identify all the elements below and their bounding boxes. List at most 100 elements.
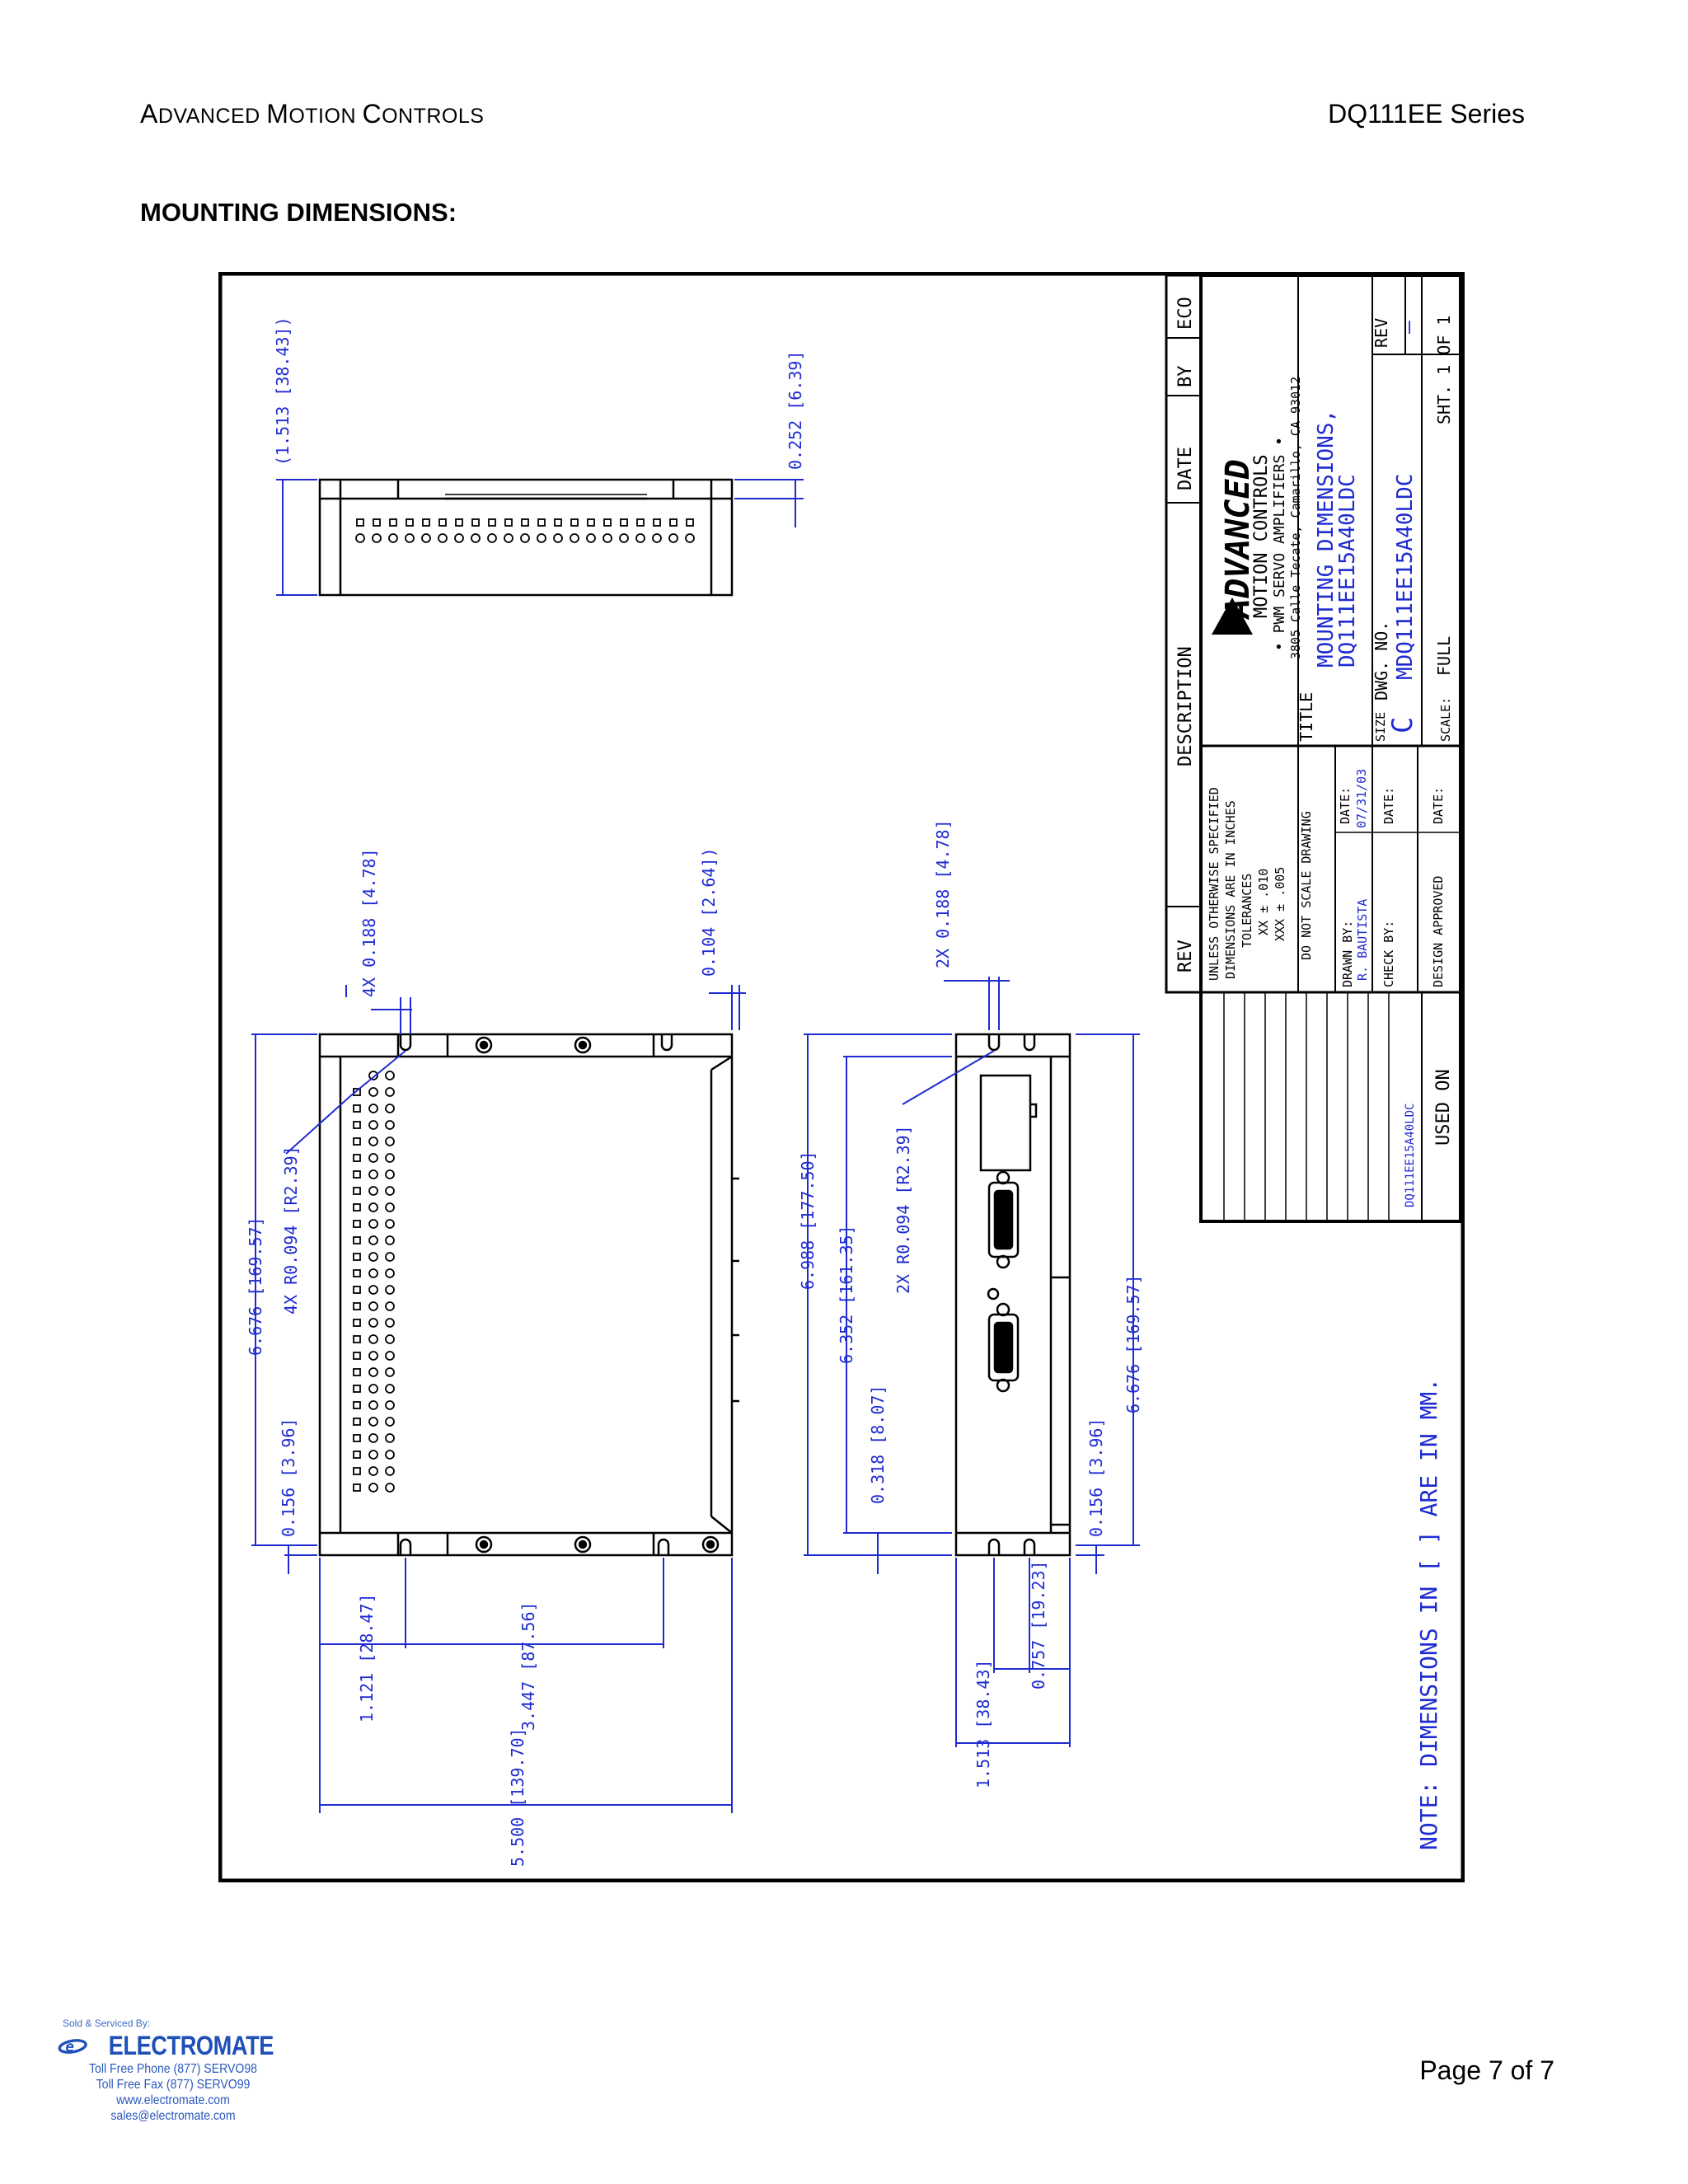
tb-drawn-date: 07/31/03 bbox=[1354, 769, 1369, 828]
connector-pin bbox=[368, 1120, 378, 1130]
connector-pin bbox=[368, 1334, 378, 1344]
connector-pin bbox=[619, 533, 629, 543]
connector-pin bbox=[422, 518, 430, 527]
connector-pin bbox=[368, 1202, 378, 1212]
side-view bbox=[318, 478, 734, 597]
connector-pin bbox=[385, 1087, 395, 1097]
connector-pin bbox=[353, 1451, 361, 1459]
tb-date-col: DATE bbox=[1175, 447, 1196, 490]
tb-logo-tag: • PWM SERVO AMPLIFIERS • bbox=[1271, 437, 1288, 651]
tb-by-col: BY bbox=[1175, 366, 1196, 388]
connector-pin bbox=[368, 1285, 378, 1295]
connector-pin bbox=[368, 1104, 378, 1113]
dim-2x-0188: 2X 0.188 [4.78] bbox=[933, 819, 953, 968]
connector-pin bbox=[652, 533, 662, 543]
connector-pin bbox=[537, 533, 546, 543]
connector-pin bbox=[353, 1104, 361, 1113]
connector-pin bbox=[603, 533, 612, 543]
tb-drawn-date-label: DATE: bbox=[1338, 787, 1353, 824]
mounting-drawing: REV DESCRIPTION DATE BY ECO UNLESS OTHER… bbox=[218, 272, 1465, 1882]
connector-pin bbox=[636, 518, 645, 527]
connector-pin bbox=[471, 518, 480, 527]
tb-rev-col: REV bbox=[1175, 940, 1196, 972]
connector-pin bbox=[385, 1433, 395, 1443]
connector-pin bbox=[372, 533, 382, 543]
tb-unless-5: XXX ± .005 bbox=[1273, 867, 1287, 941]
connector-pin bbox=[668, 533, 678, 543]
website-link[interactable]: www.electromate.com bbox=[116, 2093, 230, 2107]
connector-pin bbox=[368, 1301, 378, 1311]
dim-0156-right: 0.156 [3.96] bbox=[1086, 1418, 1106, 1538]
connector-pin bbox=[353, 1236, 361, 1244]
connector-pin bbox=[385, 1367, 395, 1377]
connector-pin bbox=[368, 1417, 378, 1427]
connector-pin bbox=[353, 1319, 361, 1327]
connector-pin bbox=[353, 1220, 361, 1228]
connector-pin bbox=[353, 1385, 361, 1393]
connector-pin bbox=[385, 1318, 395, 1328]
section-title: MOUNTING DIMENSIONS: bbox=[140, 198, 457, 227]
tb-unless-2: DIMENSIONS ARE IN INCHES bbox=[1223, 800, 1238, 979]
connector-pin bbox=[685, 533, 695, 543]
svg-text:e: e bbox=[65, 2039, 74, 2055]
dim-side-height: (1.513 [38.43]) bbox=[273, 316, 293, 466]
connector-pin bbox=[368, 1087, 378, 1097]
tb-design-approved-label: DESIGN APPROVED bbox=[1431, 876, 1446, 987]
front-view bbox=[318, 1033, 739, 1557]
connector-pin bbox=[385, 1450, 395, 1460]
connector-pin bbox=[471, 533, 481, 543]
tb-size: C bbox=[1386, 717, 1419, 733]
drawing-note: NOTE: DIMENSIONS IN [ ] ARE IN MM. bbox=[1415, 1378, 1442, 1850]
connector-pin bbox=[570, 533, 579, 543]
tb-scale: FULL bbox=[1434, 636, 1454, 676]
connector-pin bbox=[368, 1071, 378, 1080]
connector-pin bbox=[385, 1285, 395, 1295]
connector-pin bbox=[653, 518, 661, 527]
connector-pin bbox=[356, 518, 364, 527]
electromate-logo: Sold & Serviced By: e ELECTROMATE Toll F… bbox=[58, 2018, 288, 2124]
tb-check-by-label: CHECK BY: bbox=[1381, 921, 1396, 987]
end-view bbox=[954, 1033, 1071, 1557]
connector-pin bbox=[368, 1433, 378, 1443]
connector-pin bbox=[353, 1253, 361, 1261]
connector-pin bbox=[406, 518, 414, 527]
connector-pin bbox=[353, 1418, 361, 1426]
tb-title-2: DQ111EE15A40LDC bbox=[1335, 474, 1360, 668]
connector-pin bbox=[373, 518, 381, 527]
connector-pin bbox=[620, 518, 628, 527]
tb-check-date-label: DATE: bbox=[1381, 787, 1396, 824]
page-number: Page 7 of 7 bbox=[1419, 2055, 1554, 2085]
fax: Toll Free Fax (877) SERVO99 bbox=[96, 2078, 251, 2092]
brand-row: e ELECTROMATE bbox=[58, 2031, 288, 2061]
brand-name: ELECTROMATE bbox=[109, 2031, 274, 2060]
connector-pin bbox=[353, 1302, 361, 1310]
connector-pin bbox=[385, 1153, 395, 1163]
connector-pin bbox=[368, 1268, 378, 1278]
connector-pin bbox=[353, 1434, 361, 1442]
connector-pin bbox=[368, 1351, 378, 1361]
connector-pin bbox=[353, 1203, 361, 1212]
connector-pin bbox=[385, 1400, 395, 1410]
dim-6988: 6.988 [177.50] bbox=[798, 1151, 818, 1290]
connector-pin bbox=[385, 1466, 395, 1476]
company-name: ADVANCED MOTION CONTROLS bbox=[140, 99, 485, 129]
connector-pin bbox=[353, 1269, 361, 1277]
electromate-swoosh-icon: e bbox=[58, 2039, 87, 2055]
dim-4x-r0094: 4X R0.094 [R2.39] bbox=[281, 1146, 301, 1315]
sold-by-label: Sold & Serviced By: bbox=[63, 2018, 151, 2029]
connector-pin bbox=[353, 1137, 361, 1146]
connector-pin bbox=[385, 1417, 395, 1427]
tb-rev: – bbox=[1396, 321, 1421, 334]
tb-unless-4: XX ± .010 bbox=[1256, 869, 1271, 935]
phone: Toll Free Phone (877) SERVO98 bbox=[88, 2062, 257, 2076]
tb-size-label: SIZE bbox=[1373, 712, 1388, 742]
connector-pin bbox=[385, 1104, 395, 1113]
connector-pin bbox=[385, 1268, 395, 1278]
connector-pin bbox=[368, 1400, 378, 1410]
connector-pin bbox=[385, 1351, 395, 1361]
connector-pin bbox=[353, 1401, 361, 1409]
connector-pin bbox=[368, 1137, 378, 1146]
email-link[interactable]: sales@electromate.com bbox=[110, 2109, 236, 2123]
connector-pin bbox=[520, 533, 530, 543]
connector-pin bbox=[669, 518, 678, 527]
